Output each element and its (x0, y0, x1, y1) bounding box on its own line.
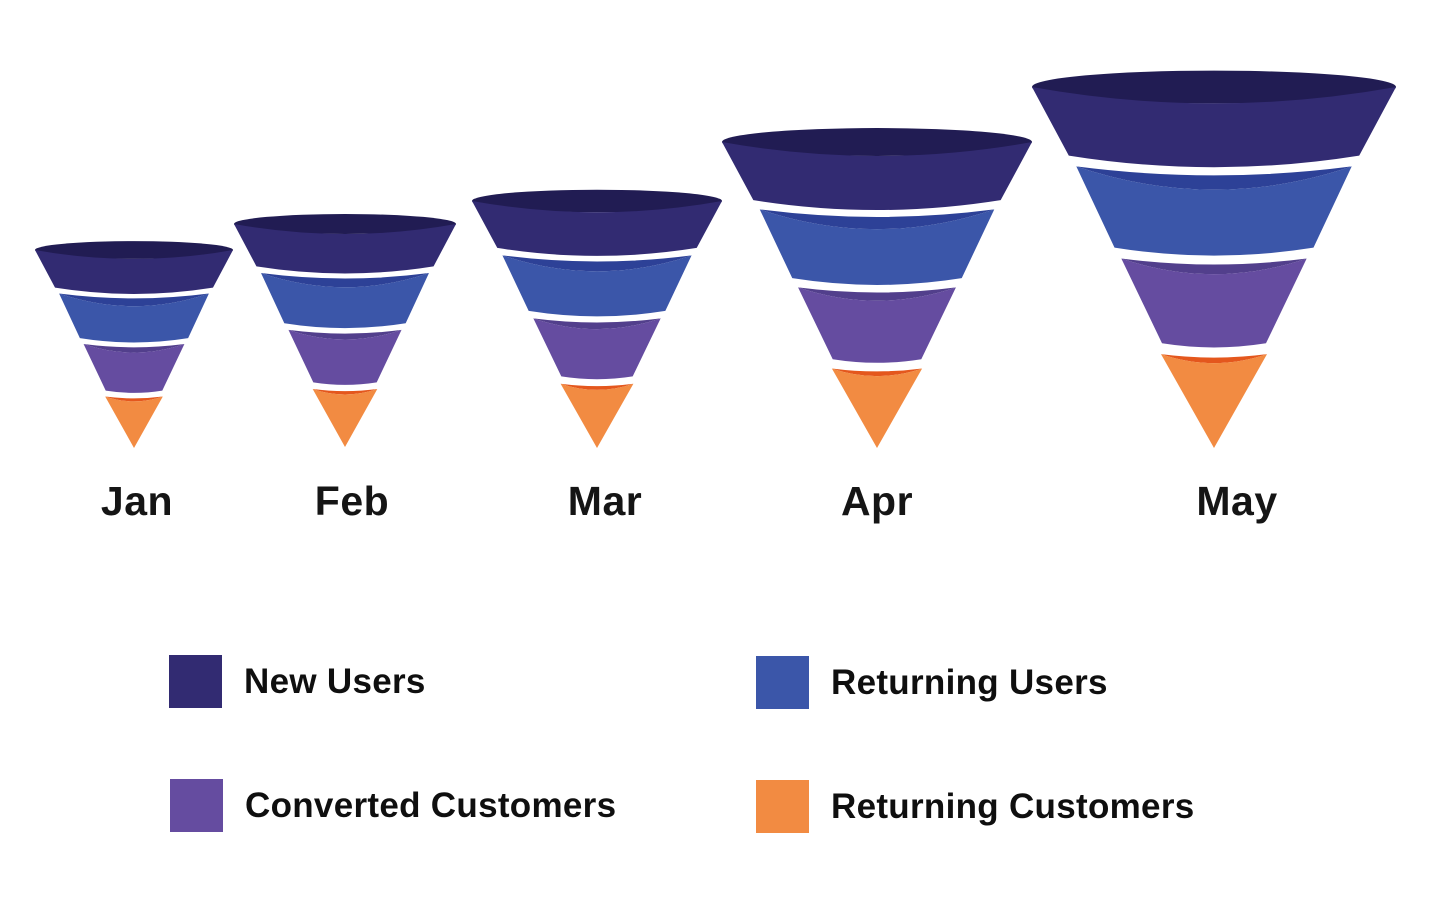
funnel-jan (35, 241, 233, 448)
month-label-jan: Jan (100, 478, 174, 524)
funnel-apr-segment-converted-customers (798, 287, 956, 363)
legend-label-returning-users: Returning Users (831, 662, 1108, 702)
funnel-mar (472, 189, 722, 448)
month-label-mar: Mar (567, 478, 643, 524)
funnel-chart-canvas (35, 70, 1396, 448)
legend-item-returning-customers: Returning Customers (756, 780, 1195, 833)
funnel-mar-rim-new-users (472, 189, 722, 213)
funnel-mar-segment-returning-customers (560, 383, 634, 448)
legend-label-returning-customers: Returning Customers (831, 786, 1195, 826)
month-label-apr: Apr (840, 478, 914, 524)
funnel-may-segment-returning-users (1076, 166, 1352, 256)
funnel-jan-segment-converted-customers (83, 344, 185, 393)
funnel-may (1032, 70, 1396, 448)
funnel-feb (234, 214, 456, 447)
month-label-feb: Feb (314, 478, 390, 524)
funnel-feb-segment-returning-customers (312, 389, 378, 447)
funnel-feb-segment-returning-users (261, 273, 429, 329)
legend-item-new-users: New Users (169, 655, 426, 708)
legend-item-returning-users: Returning Users (756, 656, 1108, 709)
funnel-apr-segment-new-users (722, 142, 1032, 211)
funnel-jan-segment-new-users (35, 250, 233, 294)
funnel-may-segment-returning-customers (1161, 354, 1267, 448)
funnel-mar-segment-converted-customers (533, 318, 661, 380)
funnel-may-rim-new-users (1032, 70, 1396, 104)
month-label-may: May (1196, 478, 1278, 524)
funnel-apr-segment-returning-users (759, 209, 995, 285)
funnel-feb-segment-converted-customers (288, 329, 402, 385)
legend-swatch-new-users (169, 655, 222, 708)
funnel-feb-segment-new-users (234, 224, 456, 274)
funnel-feb-rim-new-users (234, 214, 456, 234)
legend-label-new-users: New Users (244, 661, 426, 701)
legend-swatch-returning-customers (756, 780, 809, 833)
legend-label-converted-customers: Converted Customers (245, 785, 617, 825)
legend-swatch-returning-users (756, 656, 809, 709)
legend-item-converted-customers: Converted Customers (170, 779, 616, 832)
funnel-apr-segment-returning-customers (831, 368, 923, 448)
funnel-may-segment-new-users (1032, 87, 1396, 168)
funnel-mar-segment-new-users (472, 201, 722, 256)
funnel-jan-segment-returning-customers (105, 396, 163, 448)
legend-swatch-converted-customers (170, 779, 223, 832)
funnel-may-segment-converted-customers (1121, 258, 1307, 348)
funnel-apr (722, 128, 1032, 448)
funnel-jan-rim-new-users (35, 241, 233, 259)
funnel-mar-segment-returning-users (502, 255, 692, 317)
funnel-apr-rim-new-users (722, 128, 1032, 156)
funnel-jan-segment-returning-users (59, 293, 209, 343)
